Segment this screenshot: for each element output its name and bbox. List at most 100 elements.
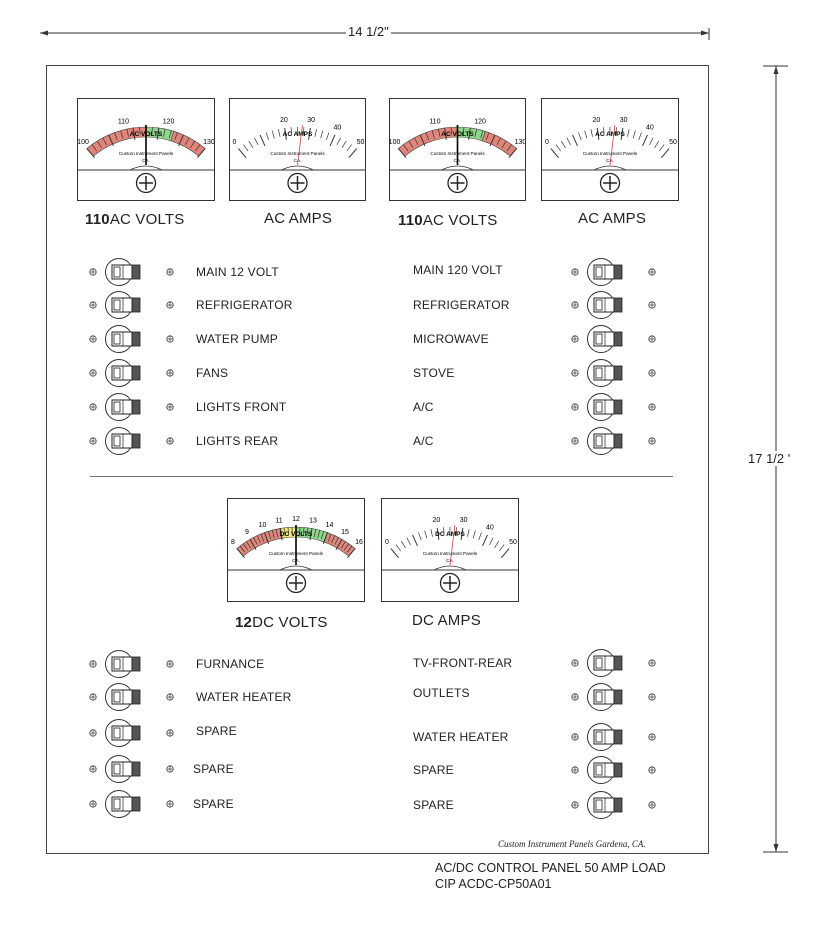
scale-tick	[195, 144, 201, 152]
scale-tick	[444, 127, 447, 140]
scale-tick	[472, 530, 476, 539]
scale-tick	[329, 134, 336, 147]
scale-tick	[348, 148, 358, 159]
toggle-switch-left-lower[interactable]	[87, 649, 197, 679]
toggle-switch-right-upper[interactable]	[569, 358, 679, 388]
scale-tick	[174, 132, 178, 141]
terminal-icon	[89, 335, 97, 343]
switch-lever	[613, 365, 623, 381]
scale-tick	[243, 144, 249, 152]
toggle-switch-right-upper[interactable]	[569, 426, 679, 456]
scale-label: 30	[460, 517, 468, 524]
scale-label: 13	[309, 517, 317, 524]
scale-tick	[474, 128, 477, 137]
scale-tick	[335, 539, 343, 550]
scale-tick	[313, 529, 317, 538]
toggle-switch-left-upper[interactable]	[87, 257, 197, 287]
scale-tick	[590, 128, 593, 137]
toggle-switch-left-upper[interactable]	[87, 290, 197, 320]
part-number: CIP ACDC-CP50A01	[435, 877, 552, 891]
face-title: AC AMPS	[595, 131, 625, 138]
switch-rocker	[113, 435, 121, 447]
scale-tick	[489, 537, 494, 545]
terminal-icon	[89, 301, 97, 309]
scale-tick	[317, 530, 321, 538]
toggle-switch-left-lower[interactable]	[87, 789, 197, 819]
scale-tick	[584, 130, 588, 139]
toggle-switch-right-lower[interactable]	[569, 648, 679, 678]
scale-tick	[419, 134, 426, 147]
scale-tick	[468, 127, 471, 140]
toggle-switch-right-lower[interactable]	[569, 722, 679, 752]
height-dimension-label: 17 1/2 '	[746, 451, 793, 466]
toggle-switch-right-upper[interactable]	[569, 257, 679, 287]
switch-rocker	[113, 367, 121, 379]
toggle-switch-right-upper[interactable]	[569, 324, 679, 354]
switch-label: SPARE	[196, 724, 237, 738]
scale-tick	[249, 539, 257, 550]
maker-text: Custom Instrument Panels	[119, 151, 174, 156]
meter-needle	[609, 125, 616, 166]
scale-tick	[334, 537, 339, 545]
scale-tick	[325, 132, 330, 141]
scale-tick	[508, 148, 518, 159]
toggle-switch-left-upper[interactable]	[87, 358, 197, 388]
toggle-switch-left-lower[interactable]	[87, 754, 197, 784]
ac-amps-caption-left: AC AMPS	[264, 210, 333, 227]
panel-title: AC/DC CONTROL PANEL 50 AMP LOAD	[435, 861, 666, 875]
toggle-switch-left-upper[interactable]	[87, 324, 197, 354]
scale-tick	[314, 128, 317, 137]
toggle-switch-right-lower[interactable]	[569, 755, 679, 785]
terminal-icon	[89, 437, 97, 445]
scale-tick	[596, 127, 600, 140]
scale-tick	[260, 533, 265, 542]
switch-lever	[131, 264, 141, 280]
terminal-icon	[166, 660, 174, 668]
terminal-icon	[571, 659, 579, 667]
scale-label: 50	[509, 539, 517, 546]
switch-lever	[613, 297, 623, 313]
scale-tick	[408, 140, 414, 148]
scale-tick	[320, 531, 324, 539]
switch-lever	[131, 725, 141, 741]
scale-tick	[603, 127, 605, 136]
scale-tick	[302, 527, 305, 536]
terminal-icon	[166, 693, 174, 701]
scale-label: 100	[390, 139, 400, 146]
terminal-icon	[648, 335, 656, 343]
scale-tick	[555, 144, 561, 152]
switch-label: LIGHTS REAR	[196, 434, 279, 448]
switch-rocker	[595, 764, 603, 776]
toggle-switch-right-upper[interactable]	[569, 392, 679, 422]
scale-tick	[278, 128, 281, 137]
scale-tick	[501, 140, 507, 148]
toggle-switch-left-upper[interactable]	[87, 392, 197, 422]
toggle-switch-left-upper[interactable]	[87, 426, 197, 456]
pivot-arc	[129, 165, 163, 171]
scale-tick	[185, 137, 190, 145]
scale-tick	[320, 130, 324, 139]
terminal-icon	[166, 335, 174, 343]
terminal-icon	[166, 403, 174, 411]
toggle-switch-right-lower[interactable]	[569, 790, 679, 820]
switch-rocker	[113, 266, 121, 278]
toggle-switch-left-lower[interactable]	[87, 682, 197, 712]
toggle-switch-right-lower[interactable]	[569, 682, 679, 712]
toggle-switch-right-upper[interactable]	[569, 290, 679, 320]
caption-number: 12	[235, 614, 253, 631]
switch-label: TV-FRONT-REAR	[413, 656, 513, 670]
switch-label: SPARE	[413, 798, 454, 812]
scale-tick	[275, 529, 279, 538]
terminal-icon	[166, 765, 174, 773]
maker-text: Custom Instrument Panels	[269, 551, 324, 556]
scale-tick	[284, 127, 287, 140]
scale-tick	[283, 527, 286, 536]
scale-tick	[482, 534, 488, 547]
terminal-icon	[89, 403, 97, 411]
toggle-switch-left-lower[interactable]	[87, 718, 197, 748]
scale-tick	[406, 537, 411, 545]
scale-tick	[279, 528, 283, 541]
